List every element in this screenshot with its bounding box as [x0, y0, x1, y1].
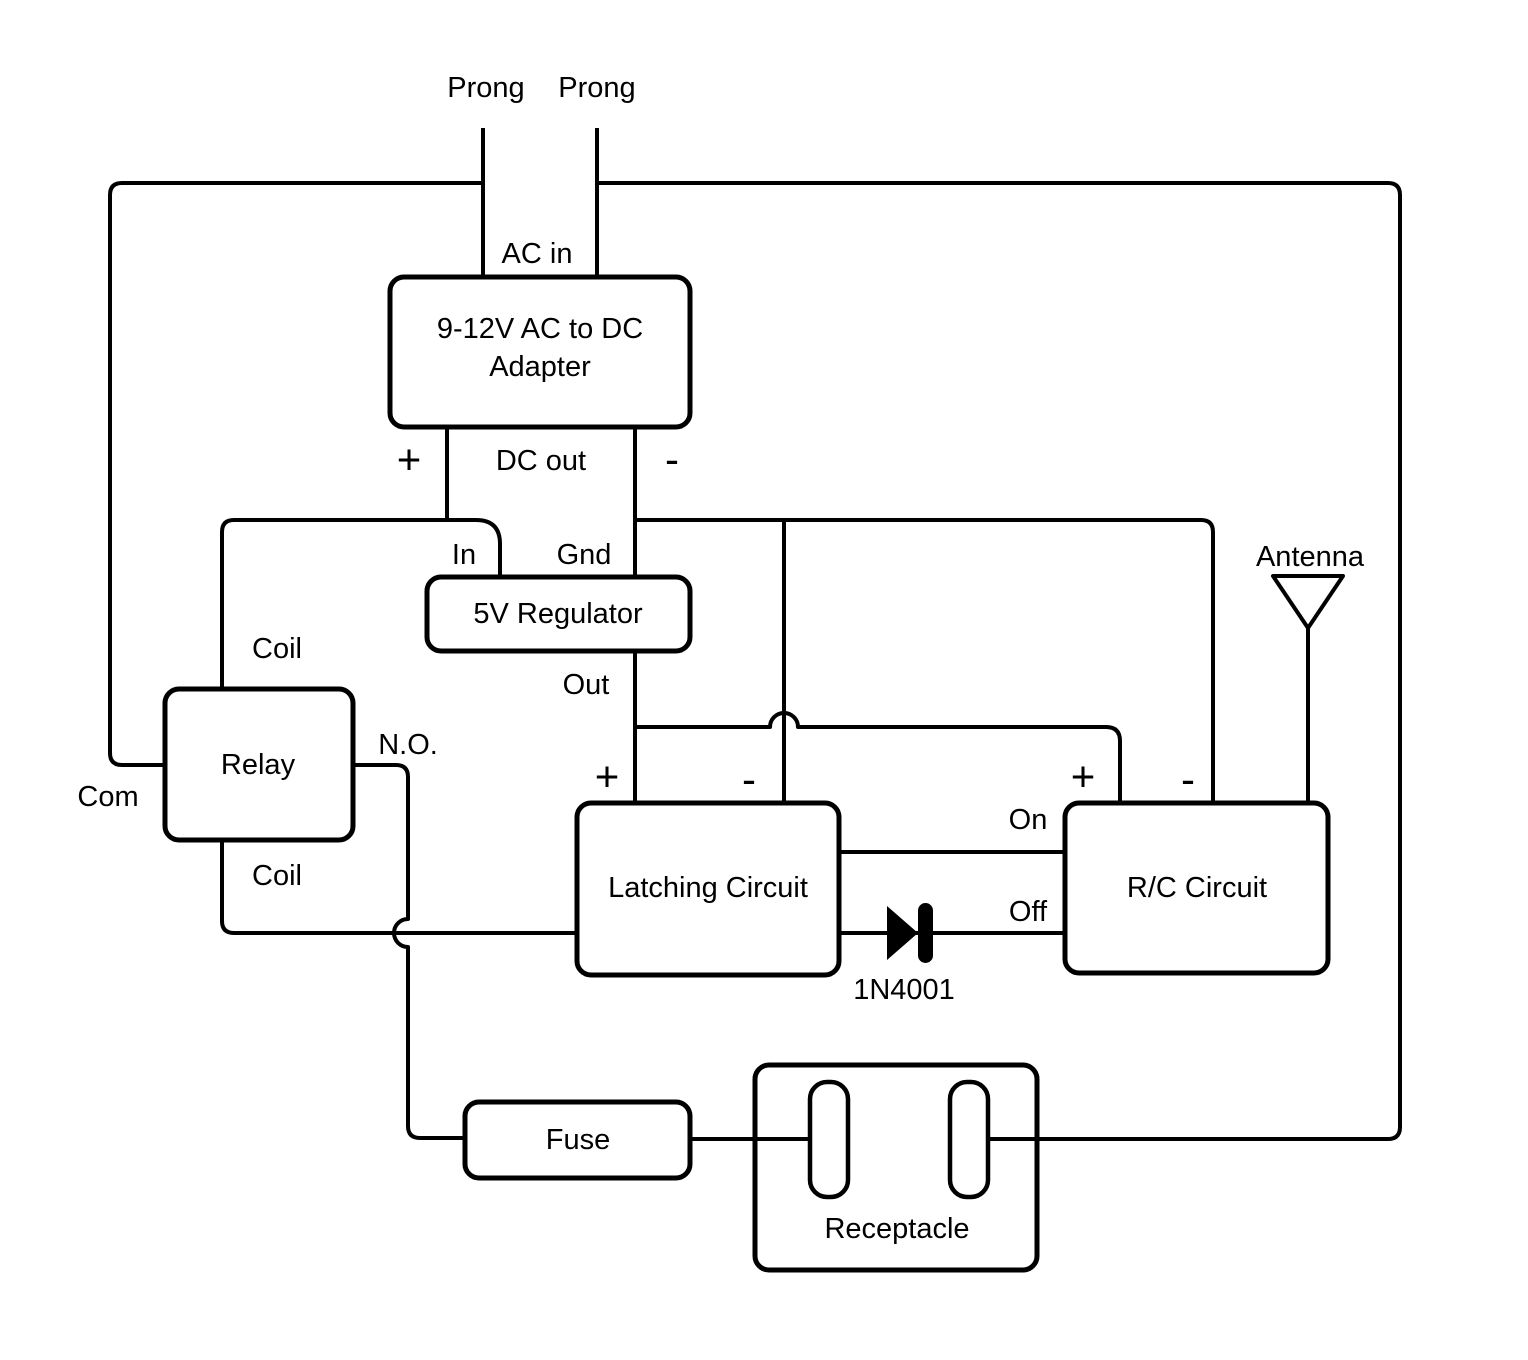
label-diode: 1N4001 — [853, 974, 955, 1006]
label-latching: Latching Circuit — [608, 872, 808, 904]
label-prong-left: Prong — [447, 72, 524, 104]
latching-circuit-box — [574, 800, 842, 978]
label-ac-in: AC in — [502, 238, 573, 270]
label-regulator: 5V Regulator — [473, 598, 643, 630]
diode-cathode-bar-icon — [918, 903, 933, 963]
label-receptacle: Receptacle — [824, 1213, 969, 1245]
label-reg-gnd: Gnd — [557, 539, 612, 571]
label-antenna: Antenna — [1256, 541, 1365, 573]
label-latch-plus: + — [595, 753, 620, 800]
label-rc-off: Off — [1009, 896, 1048, 928]
receptacle-left-slot — [807, 1079, 851, 1200]
diode-anode-triangle-icon — [887, 906, 918, 960]
wire-coil-bottom-to-latching — [220, 840, 577, 935]
label-dc-plus: + — [397, 436, 422, 483]
wire-rightprong-to-receptacle — [597, 181, 1402, 1141]
label-adapter-line1: 9-12V AC to DC — [437, 313, 643, 345]
rc-circuit-box — [1062, 800, 1331, 976]
label-rc-circuit: R/C Circuit — [1127, 872, 1267, 904]
label-adapter-line2: Adapter — [489, 351, 591, 383]
regulator-box — [424, 574, 693, 654]
label-rc-on: On — [1009, 804, 1048, 836]
label-dc-out: DC out — [496, 445, 586, 477]
receptacle-right-slot — [947, 1079, 991, 1200]
wire-coil-top-to-reg-in — [220, 518, 502, 689]
label-prong-right: Prong — [558, 72, 635, 104]
label-relay: Relay — [221, 749, 296, 781]
ac-dc-adapter-box — [387, 274, 693, 430]
wire-leftprong-to-relay-com — [108, 181, 483, 767]
label-coil-bottom: Coil — [252, 860, 302, 892]
antenna-icon — [1271, 574, 1345, 630]
label-relay-com: Com — [77, 781, 138, 813]
label-latch-minus: - — [742, 756, 756, 803]
label-coil-top: Coil — [252, 633, 302, 665]
wire-relay-no-to-fuse — [353, 763, 465, 1140]
label-reg-in: In — [452, 539, 476, 571]
label-dc-minus: - — [665, 436, 679, 483]
wire-minus-rail-to-rc — [635, 518, 1215, 803]
label-rc-minus: - — [1181, 756, 1195, 803]
wire-plus-rail-to-rc — [635, 711, 1122, 803]
label-fuse: Fuse — [546, 1124, 610, 1156]
label-relay-no: N.O. — [378, 729, 438, 761]
label-reg-out: Out — [563, 669, 610, 701]
label-rc-plus: + — [1071, 753, 1096, 800]
